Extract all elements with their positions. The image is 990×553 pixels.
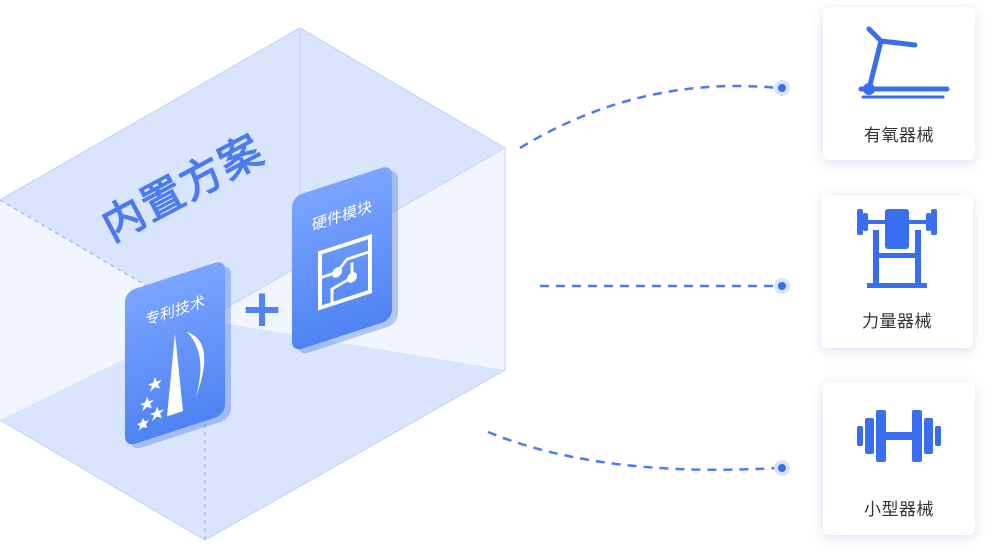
module-card-patent: 专利技术 xyxy=(125,262,231,449)
equipment-label-small: 小型器械 xyxy=(864,500,934,520)
connector-line-aerobic xyxy=(519,84,779,150)
connector-dot-strength xyxy=(774,278,790,294)
connector-line-small xyxy=(487,430,779,472)
plus-symbol: + xyxy=(240,279,284,339)
equipment-card-aerobic: 有氧器械 xyxy=(823,7,975,160)
connector-lines xyxy=(487,84,779,472)
equipment-card-small: 小型器械 xyxy=(823,382,975,535)
patent-emblem-icon xyxy=(137,331,205,431)
connector-dot-aerobic xyxy=(774,80,790,96)
equipment-label-strength: 力量器械 xyxy=(862,312,932,332)
equipment-card-strength: 力量器械 xyxy=(821,195,973,348)
dumbbell-icon xyxy=(857,410,941,462)
connector-dot-small xyxy=(774,460,790,476)
circuit-chip-icon xyxy=(318,234,372,311)
equipment-label-aerobic: 有氧器械 xyxy=(864,126,934,146)
module-card-hardware: 硬件模块 xyxy=(292,167,398,354)
weight-machine-icon xyxy=(857,209,937,288)
treadmill-icon xyxy=(858,26,950,99)
